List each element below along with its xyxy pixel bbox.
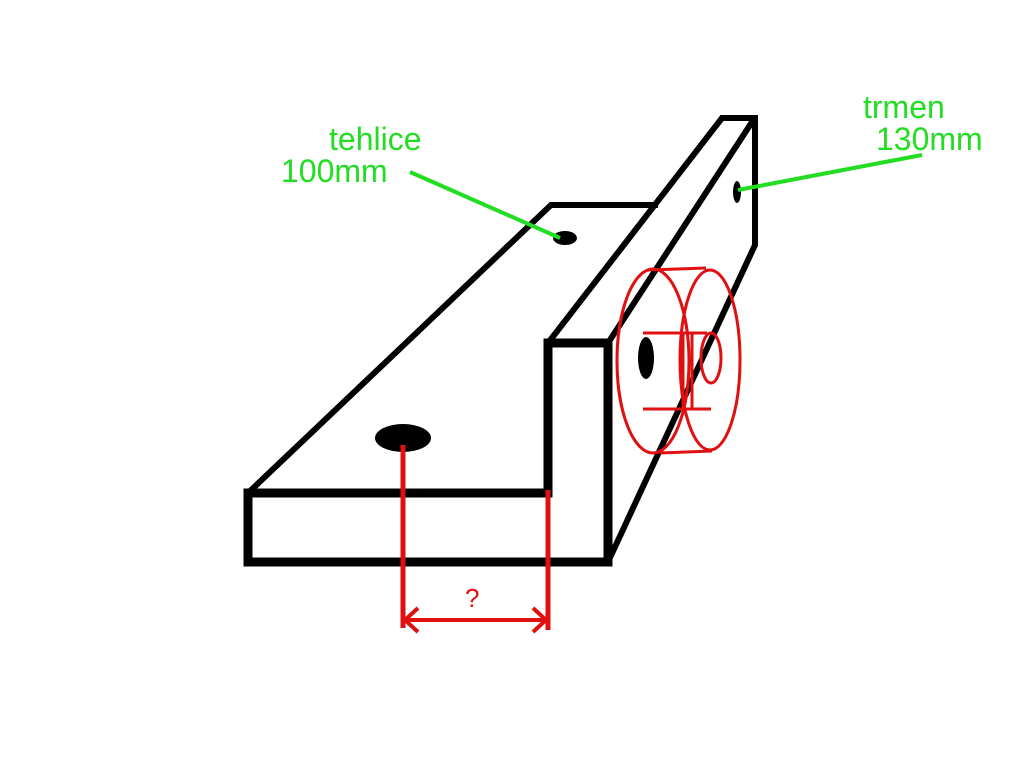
small-cylinder-sides <box>643 331 711 411</box>
small-cylinder-end <box>699 331 723 385</box>
hole-base-back <box>553 231 577 245</box>
large-cylinder-sides <box>647 266 713 455</box>
red-cylinder-sketch <box>615 266 742 455</box>
hole-upright-middle <box>638 337 654 379</box>
bracket-leader-line <box>737 153 923 192</box>
brick-leader-line <box>409 170 561 240</box>
bracket-value: 130mm <box>876 121 983 157</box>
upright-front-face <box>543 338 613 567</box>
annotations: tehlice 100mm trmen 130mm <box>281 89 983 240</box>
upright-plate <box>543 115 758 566</box>
angle-bracket <box>243 115 758 567</box>
dimension-arrow <box>402 606 549 634</box>
base-top-plate <box>243 202 658 498</box>
unknown-dimension-label: ? <box>465 583 479 613</box>
hole-upright-top <box>733 181 741 203</box>
bracket-title: trmen <box>863 89 945 125</box>
brick-value: 100mm <box>281 153 388 189</box>
base-front-face <box>243 488 613 567</box>
dimension-marker <box>400 445 551 634</box>
hole-base-front <box>375 424 431 452</box>
brick-title: tehlice <box>329 121 422 157</box>
